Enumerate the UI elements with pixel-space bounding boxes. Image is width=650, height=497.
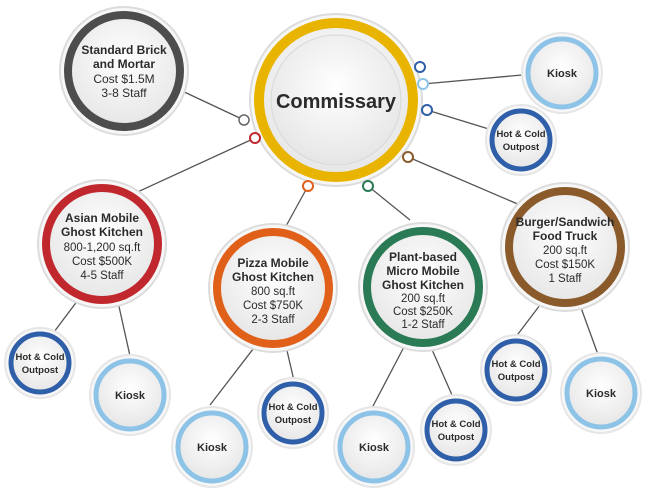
connector-pizza (284, 185, 309, 229)
kiosk-label: Kiosk (115, 390, 146, 402)
outpost-line-1: Hot & Cold (431, 419, 480, 430)
connector-asian-kiosk (117, 301, 131, 357)
commissary-ports (238, 61, 433, 192)
burger-line-4: Cost $150K (535, 259, 595, 271)
connector-plant-kiosk (371, 344, 406, 409)
asian-line-1: Asian Mobile (65, 211, 139, 225)
burger-line-1: Burger/Sandwich (516, 215, 615, 229)
outpost-line-2: Outpost (503, 142, 540, 153)
connector-brick (179, 89, 245, 121)
pizza-line-2: Ghost Kitchen (232, 270, 314, 284)
connector-burger-outpost (514, 304, 541, 339)
brick-line-4: 3-8 Staff (101, 86, 147, 100)
burger-line-2: Food Truck (533, 229, 598, 243)
port-dot (417, 78, 429, 90)
asian-line-2: Ghost Kitchen (61, 225, 143, 239)
connector-asian (119, 137, 256, 201)
outpost-line-1: Hot & Cold (491, 359, 540, 370)
kiosk-node-pizza: Kiosk (171, 406, 253, 488)
plant-line-1: Plant-based (389, 250, 457, 264)
brick-line-2: and Mortar (93, 57, 155, 71)
kiosk-label: Kiosk (197, 442, 228, 454)
outpost-line-1: Hot & Cold (496, 129, 545, 140)
port-dot (249, 132, 261, 144)
kiosk-node-plant: Kiosk (333, 406, 415, 488)
port-dot (414, 61, 426, 73)
outpost-node-burger: Hot & Cold Outpost (480, 334, 552, 406)
kiosk-label: Kiosk (586, 388, 617, 400)
pizza-kitchen-node: Pizza Mobile Ghost Kitchen 800 sq.ft Cos… (208, 223, 338, 353)
pizza-line-1: Pizza Mobile (237, 256, 309, 270)
plant-line-2: Micro Mobile (386, 264, 460, 278)
brick-line-1: Standard Brick (81, 43, 167, 57)
pizza-line-5: 2-3 Staff (251, 314, 295, 326)
kiosk-node-burger: Kiosk (560, 352, 642, 434)
brick-and-mortar-node: Standard Brick and Mortar Cost $1.5M 3-8… (59, 6, 189, 136)
outpost-node-top: Hot & Cold Outpost (485, 104, 557, 176)
burger-truck-node: Burger/Sandwich Food Truck 200 sq.ft Cos… (500, 182, 630, 312)
outpost-line-1: Hot & Cold (15, 352, 64, 363)
connector-burger (407, 156, 521, 206)
pizza-line-4: Cost $750K (243, 300, 303, 312)
asian-line-5: 4-5 Staff (80, 270, 124, 282)
outpost-line-2: Outpost (22, 365, 59, 376)
kiosk-label: Kiosk (547, 68, 578, 80)
pizza-line-3: 800 sq.ft (251, 286, 296, 298)
outpost-line-2: Outpost (498, 372, 535, 383)
asian-line-4: Cost $500K (72, 256, 132, 268)
commissary-node: Commissary (249, 13, 423, 187)
outpost-line-1: Hot & Cold (268, 402, 317, 413)
connector-kiosk-top (422, 74, 523, 85)
connector-outpost-top (426, 109, 493, 131)
kiosk-node-asian: Kiosk (89, 354, 171, 436)
port-dot (421, 104, 433, 116)
port-dot (362, 180, 374, 192)
commissary-label: Commissary (276, 91, 397, 113)
outpost-line-2: Outpost (275, 415, 312, 426)
kiosk-node-top: Kiosk (521, 32, 603, 114)
connector-pizza-kiosk (209, 339, 261, 406)
outpost-line-2: Outpost (438, 432, 475, 443)
plant-line-3: Ghost Kitchen (382, 278, 464, 292)
plant-line-5: Cost $250K (393, 306, 453, 318)
connector-plant (367, 185, 411, 221)
outpost-node-plant: Hot & Cold Outpost (420, 394, 492, 466)
plant-line-4: 200 sq.ft (401, 293, 446, 305)
asian-kitchen-node: Asian Mobile Ghost Kitchen 800-1,200 sq.… (37, 179, 167, 309)
brick-line-3: Cost $1.5M (93, 72, 154, 86)
port-dot (402, 151, 414, 163)
port-dot (302, 180, 314, 192)
outpost-node-pizza: Hot & Cold Outpost (257, 377, 329, 449)
connector-plant-outpost (429, 344, 453, 396)
burger-line-5: 1 Staff (548, 273, 582, 285)
burger-line-3: 200 sq.ft (543, 245, 588, 257)
connector-burger-kiosk (579, 304, 601, 361)
plant-kitchen-node: Plant-based Micro Mobile Ghost Kitchen 2… (358, 222, 488, 352)
plant-line-6: 1-2 Staff (401, 319, 445, 331)
outpost-node-asian: Hot & Cold Outpost (4, 327, 76, 399)
port-dot (238, 114, 250, 126)
asian-line-3: 800-1,200 sq.ft (64, 242, 142, 254)
kiosk-label: Kiosk (359, 442, 390, 454)
